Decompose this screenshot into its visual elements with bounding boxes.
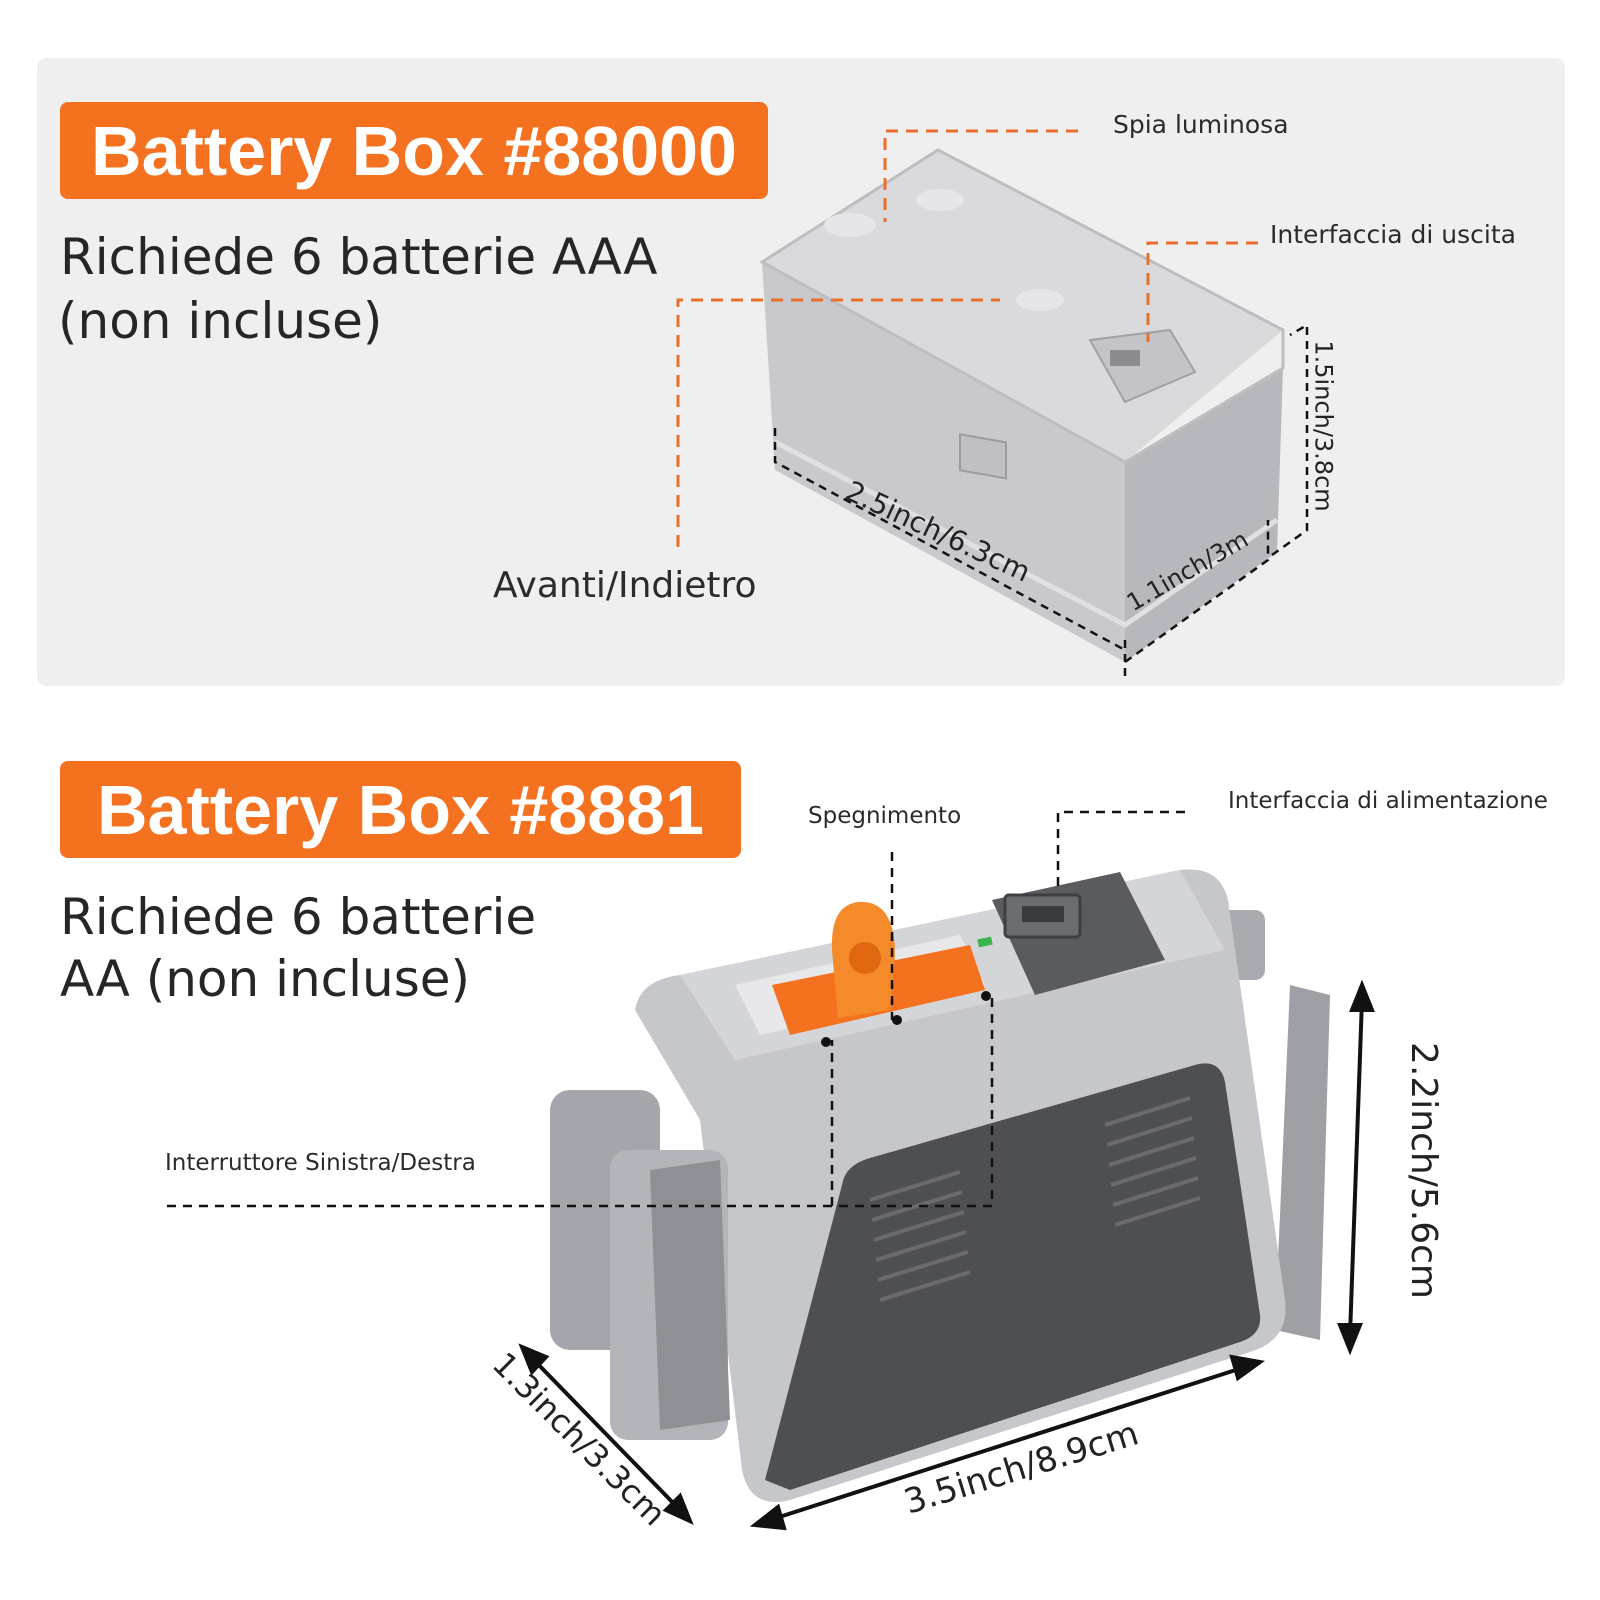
box2-requirement-line2: AA (non incluse)	[60, 950, 471, 1008]
label-light-indicator: Spia luminosa	[1113, 110, 1289, 139]
battery-box-8881-title: Battery Box #8881	[60, 761, 741, 858]
box1-leaders	[676, 129, 1258, 547]
box1-height-dimension: 1.5inch/3.8cm	[1309, 340, 1338, 512]
box2-leaders	[167, 810, 1185, 1208]
label-power-off: Spegnimento	[808, 803, 962, 829]
battery-box-88000-image	[759, 148, 1285, 662]
label-output-interface: Interfaccia di uscita	[1270, 220, 1516, 249]
box1-requirement-line2: (non incluse)	[58, 292, 383, 350]
box1-requirement-line1: Richiede 6 batterie AAA	[60, 228, 658, 286]
battery-box-88000-title: Battery Box #88000	[60, 102, 768, 199]
label-forward-backward: Avanti/Indietro	[493, 565, 757, 606]
label-power-interface: Interfaccia di alimentazione	[1228, 788, 1548, 814]
battery-box-8881-image	[550, 869, 1330, 1502]
box2-leader-dots	[821, 991, 991, 1047]
box2-requirement-line1: Richiede 6 batterie	[60, 888, 537, 946]
box2-dimension-arrows	[518, 979, 1375, 1531]
box1-dimension-lines	[773, 322, 1309, 680]
label-left-right-switch: Interruttore Sinistra/Destra	[165, 1150, 476, 1176]
box2-height-dimension: 2.2inch/5.6cm	[1402, 1042, 1444, 1299]
